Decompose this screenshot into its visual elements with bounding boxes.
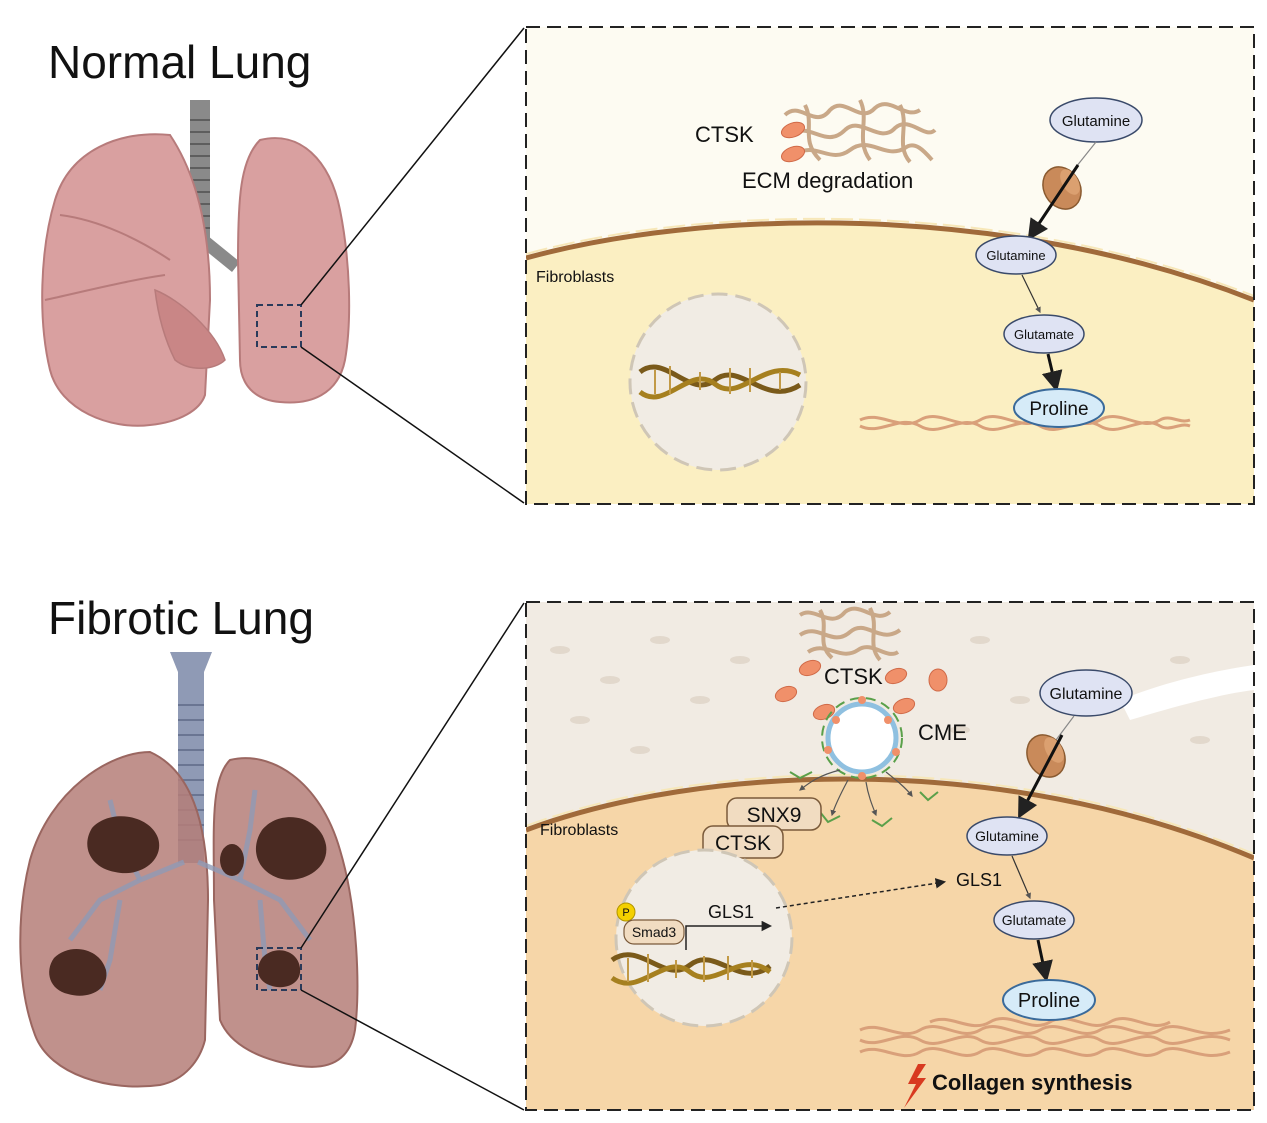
normal-ctsk-1 [780, 121, 806, 139]
fibrotic-right-lung [212, 757, 359, 1068]
normal-glutamate [1003, 314, 1085, 354]
svg-text:CTSK: CTSK [715, 832, 771, 855]
fibrotic-lesion-1 [87, 816, 160, 874]
fibrotic-lesion-3 [255, 817, 327, 880]
normal-ctsk-2 [780, 145, 806, 163]
fibrotic-ctsk-box [702, 825, 784, 859]
fibrotic-glutamate [993, 900, 1075, 940]
fibrotic-smad3-box [623, 919, 685, 945]
fibrotic-lung-illustration [19, 652, 359, 1088]
lightning-icon [904, 1064, 926, 1108]
fibrotic-lung-title: Fibrotic Lung [48, 592, 314, 644]
svg-text:P: P [622, 907, 629, 919]
fibrotic-cme-label: CME [918, 720, 967, 745]
fibrotic-ecm-fibers [798, 606, 902, 662]
fibrotic-ctsk-1 [798, 659, 822, 677]
fibrotic-ctsk-2 [774, 685, 798, 703]
svg-text:Glutamine: Glutamine [986, 248, 1045, 263]
normal-lung-illustration [41, 100, 351, 427]
fibrotic-gls1-dashed-arrow [775, 878, 947, 909]
fibrotic-ctsk-3 [884, 667, 908, 685]
svg-text:Glutamate: Glutamate [1002, 912, 1067, 928]
svg-text:Proline: Proline [1029, 399, 1088, 420]
svg-text:Smad3: Smad3 [632, 924, 677, 940]
fibrotic-transcription-arrow [685, 920, 773, 950]
normal-cell-membrane [526, 220, 1254, 303]
svg-text:Glutamine: Glutamine [1062, 113, 1130, 130]
svg-text:Glutamine: Glutamine [975, 828, 1039, 844]
fibrotic-collagen-label: Collagen synthesis [932, 1070, 1133, 1095]
fibrotic-glutamine-inside [966, 816, 1048, 856]
normal-glutamine-inside [975, 235, 1057, 275]
fibrotic-lesion-2 [49, 948, 107, 996]
fibrotic-detail-panel: CTSK CME Fibroblasts SNX9 [525, 601, 1255, 1111]
fibrotic-gls1-gene: GLS1 [708, 902, 754, 922]
fibrotic-nucleus [614, 848, 794, 1028]
fibrotic-ctsk-4 [928, 668, 948, 692]
fibrotic-proline [1002, 979, 1096, 1021]
fibrotic-collagen-bundle [859, 1017, 1231, 1058]
fibrotic-left-lung [19, 750, 210, 1088]
fibrotic-glutamine-outside [1039, 669, 1133, 717]
fibrotic-gls1-enzyme: GLS1 [956, 870, 1002, 890]
fibrotic-phospho-badge [616, 902, 636, 922]
normal-right-lung [236, 137, 351, 404]
fibrotic-fibroblasts-label: Fibroblasts [540, 822, 618, 839]
normal-detail-panel: CTSK ECM degradation Fibroblasts Glutami… [525, 26, 1255, 505]
svg-text:SNX9: SNX9 [747, 804, 802, 827]
normal-proline [1013, 388, 1105, 428]
normal-zoom-square [256, 304, 302, 348]
fibrotic-cme-vesicle [821, 696, 903, 780]
normal-ecm-label: ECM degradation [742, 168, 913, 193]
fibrotic-dna [610, 952, 772, 986]
normal-fibroblasts-label: Fibroblasts [536, 269, 614, 286]
fibrotic-zoom-line-top [300, 602, 525, 949]
normal-ecm-fibers [783, 99, 937, 164]
fibrotic-ctsk-5 [892, 697, 916, 715]
svg-text:Glutamine: Glutamine [1050, 686, 1123, 703]
normal-left-lung [41, 133, 212, 427]
fibrotic-zoom-square [256, 947, 302, 991]
fibrotic-ctsk-label: CTSK [824, 664, 883, 689]
svg-text:Glutamate: Glutamate [1014, 327, 1074, 342]
normal-nucleus [628, 292, 808, 472]
normal-zoom-line-top [300, 27, 525, 306]
normal-ctsk-label: CTSK [695, 122, 754, 147]
svg-text:Proline: Proline [1018, 990, 1080, 1012]
normal-lung-title: Normal Lung [48, 36, 311, 88]
fibrotic-lesion-5 [257, 950, 301, 988]
fibrotic-zoom-line-bottom [300, 989, 525, 1111]
fibrotic-larynx [170, 652, 212, 690]
normal-dna [638, 364, 802, 400]
fibrotic-lesion-4 [220, 844, 244, 876]
normal-zoom-line-bottom [300, 346, 525, 504]
